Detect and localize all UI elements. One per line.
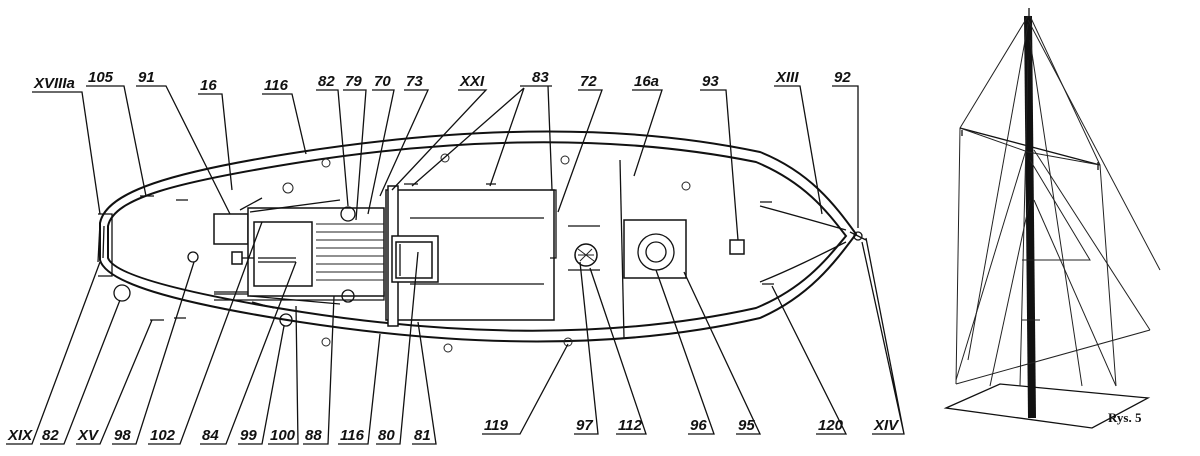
- label-XVIIIa: XVIIIa: [33, 75, 75, 92]
- label-XV: XV: [77, 427, 100, 444]
- label-100: 100: [270, 427, 296, 444]
- label-16: 16: [200, 77, 217, 94]
- label-84: 84: [202, 427, 219, 444]
- label-105: 105: [88, 69, 114, 86]
- mast-rigging-diagram: Rys. 5: [943, 8, 1161, 429]
- cabin-roof: [385, 185, 557, 327]
- figure-caption: Rys. 5: [1108, 410, 1142, 425]
- label-80: 80: [378, 427, 395, 444]
- label-88: 88: [305, 427, 322, 444]
- label-83: 83: [532, 69, 549, 86]
- label-82: 82: [318, 73, 335, 90]
- label-97: 97: [576, 417, 593, 434]
- label-XXI: XXI: [459, 73, 485, 90]
- label-72: 72: [580, 73, 597, 90]
- label-XIII: XIII: [775, 69, 799, 86]
- bottom-labels: XIX 82 XV 98 102 84 99 100 88 116 80 81 …: [6, 221, 905, 445]
- label-92: 92: [834, 69, 851, 86]
- top-labels: XVIIIa 105 91 16 116 82 79 70 73 XXI 83 …: [32, 69, 859, 241]
- label-116: 116: [264, 77, 289, 94]
- cockpit-area: [213, 197, 385, 309]
- label-93: 93: [702, 73, 719, 90]
- hull-outline: [97, 130, 858, 343]
- label-XIV: XIV: [873, 417, 900, 434]
- label-112: 112: [618, 417, 643, 434]
- label-16a: 16a: [634, 73, 659, 90]
- label-73: 73: [406, 73, 423, 90]
- label-81: 81: [414, 427, 431, 444]
- label-91: 91: [138, 69, 155, 86]
- label-70: 70: [374, 73, 391, 90]
- label-82-bottom: 82: [42, 427, 59, 444]
- label-79: 79: [345, 73, 362, 90]
- label-119: 119: [484, 417, 509, 434]
- label-99: 99: [240, 427, 257, 444]
- label-120: 120: [818, 417, 844, 434]
- label-96: 96: [690, 417, 707, 434]
- label-116-bottom: 116: [340, 427, 365, 444]
- label-XIX: XIX: [7, 427, 33, 444]
- label-102: 102: [150, 427, 176, 444]
- label-98: 98: [114, 427, 131, 444]
- label-95: 95: [738, 417, 755, 434]
